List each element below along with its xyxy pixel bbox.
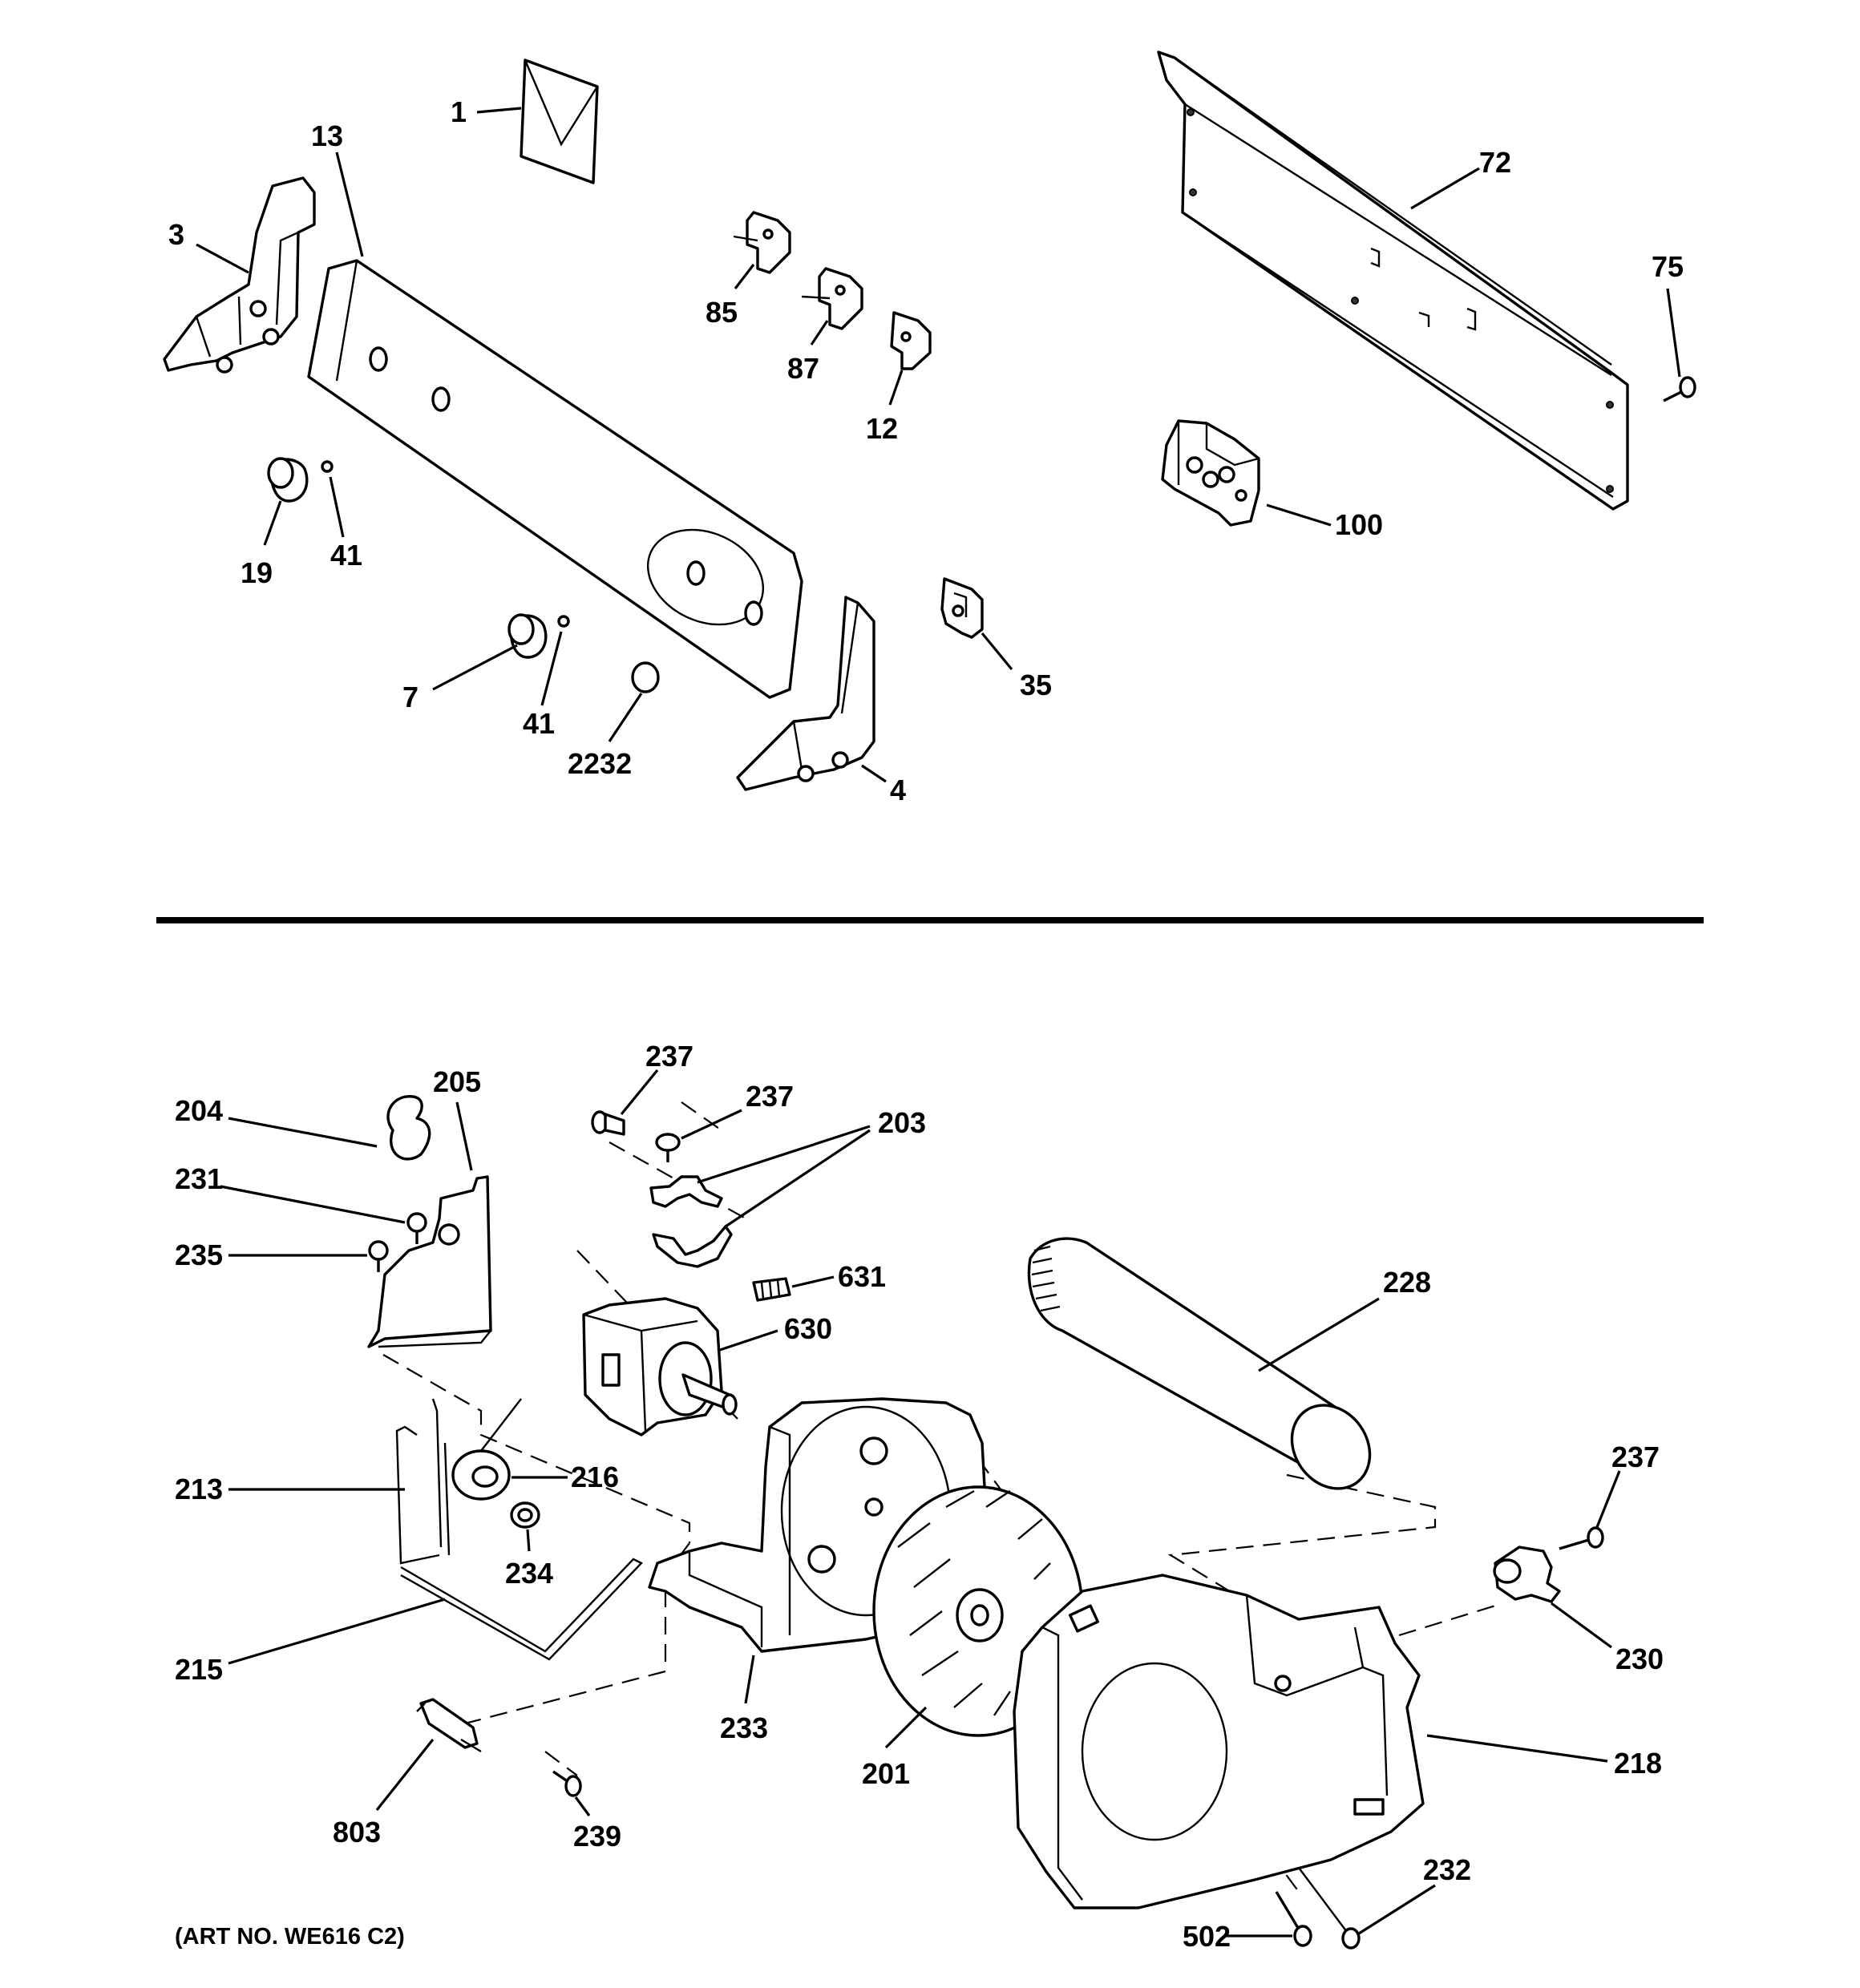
callout-231: 231 xyxy=(175,1162,223,1195)
callout-2232: 2232 xyxy=(568,747,632,780)
callout-239: 239 xyxy=(573,1820,621,1853)
part-239-screw xyxy=(552,1770,582,1797)
part-237-screw-b xyxy=(655,1133,681,1162)
callout-4: 4 xyxy=(890,774,906,806)
callout-630: 630 xyxy=(784,1312,832,1345)
part-237-screw-c xyxy=(1559,1526,1604,1550)
callout-85: 85 xyxy=(706,296,738,329)
part-228-duct xyxy=(1027,1237,1372,1490)
part-4-right-endcap xyxy=(736,596,875,791)
callout-3: 3 xyxy=(168,218,184,251)
part-630-motor xyxy=(582,1297,738,1436)
callout-1: 1 xyxy=(451,95,467,128)
part-2232-button xyxy=(631,661,660,693)
callout-213: 213 xyxy=(175,1473,223,1505)
part-12-bracket xyxy=(890,311,932,370)
callout-205: 205 xyxy=(433,1065,481,1098)
callout-237-b: 237 xyxy=(746,1080,794,1113)
callout-803: 803 xyxy=(333,1816,381,1849)
callout-87: 87 xyxy=(787,352,819,385)
callout-41-lower: 41 xyxy=(523,707,555,740)
callout-41-upper: 41 xyxy=(330,539,362,572)
art-number: (ART NO. WE616 C2) xyxy=(175,1924,405,1950)
part-213-idler-arm xyxy=(395,1398,451,1565)
part-203-clamp-lower xyxy=(652,1225,733,1268)
callout-216: 216 xyxy=(571,1461,619,1493)
part-75-screw xyxy=(1663,376,1696,402)
callout-234: 234 xyxy=(505,1557,553,1590)
callout-19: 19 xyxy=(241,556,273,589)
callout-201: 201 xyxy=(862,1757,910,1790)
bottom-labels: 237 237 203 205 204 231 235 631 630 228 … xyxy=(175,1040,1664,1953)
callout-502: 502 xyxy=(1183,1920,1231,1953)
part-803-switch xyxy=(416,1698,482,1753)
part-205-bracket xyxy=(367,1175,492,1348)
callout-35: 35 xyxy=(1020,669,1052,701)
top-labels: 1 13 3 85 87 12 72 75 100 19 41 7 41 223… xyxy=(168,95,1684,806)
callout-13: 13 xyxy=(311,119,343,152)
callout-75: 75 xyxy=(1652,250,1684,283)
top-leaders xyxy=(196,107,1681,783)
part-216-idler-pulley xyxy=(451,1398,522,1501)
part-19-knob xyxy=(267,457,309,503)
callout-233: 233 xyxy=(720,1711,768,1744)
callout-100: 100 xyxy=(1335,508,1383,541)
callout-203: 203 xyxy=(878,1106,926,1139)
callout-237-c: 237 xyxy=(1611,1440,1660,1473)
part-230-thermostat xyxy=(1493,1546,1561,1603)
callout-204: 204 xyxy=(175,1094,223,1127)
part-235-screw xyxy=(368,1240,389,1272)
part-3-left-endcap xyxy=(163,176,316,374)
part-502-screw xyxy=(1275,1891,1312,1947)
part-41-clip-upper xyxy=(321,460,334,473)
callout-7: 7 xyxy=(402,681,418,713)
callout-232: 232 xyxy=(1423,1853,1471,1886)
part-100-timer xyxy=(1161,419,1260,527)
part-1-manual xyxy=(520,59,599,184)
callout-237-a: 237 xyxy=(645,1040,693,1073)
callout-215: 215 xyxy=(175,1653,223,1686)
part-87-switch xyxy=(801,267,863,330)
part-35-switch xyxy=(940,577,984,639)
part-218-blower-housing xyxy=(1013,1574,1425,1909)
callout-12: 12 xyxy=(866,412,898,445)
callout-230: 230 xyxy=(1615,1643,1664,1675)
part-631-connector xyxy=(752,1277,791,1302)
part-204-clip xyxy=(386,1095,431,1161)
callout-72: 72 xyxy=(1479,146,1511,179)
part-234-nut xyxy=(510,1501,540,1529)
part-237-screw-a xyxy=(591,1110,625,1136)
part-41-clip-lower xyxy=(557,615,570,628)
part-231-screw xyxy=(406,1212,427,1244)
part-13-control-panel xyxy=(307,259,803,699)
callout-218: 218 xyxy=(1614,1747,1662,1780)
callout-235: 235 xyxy=(175,1238,223,1271)
part-232-screw xyxy=(1298,1867,1361,1950)
callout-631: 631 xyxy=(838,1260,886,1293)
callout-228: 228 xyxy=(1383,1266,1431,1299)
part-215-belt-spring xyxy=(400,1558,643,1661)
part-203-clamp-upper xyxy=(649,1175,723,1208)
part-7-knob xyxy=(507,613,548,659)
part-85-switch xyxy=(733,211,791,274)
bottom-leaders xyxy=(220,1069,1621,1937)
part-72-backsplash xyxy=(1157,51,1629,511)
